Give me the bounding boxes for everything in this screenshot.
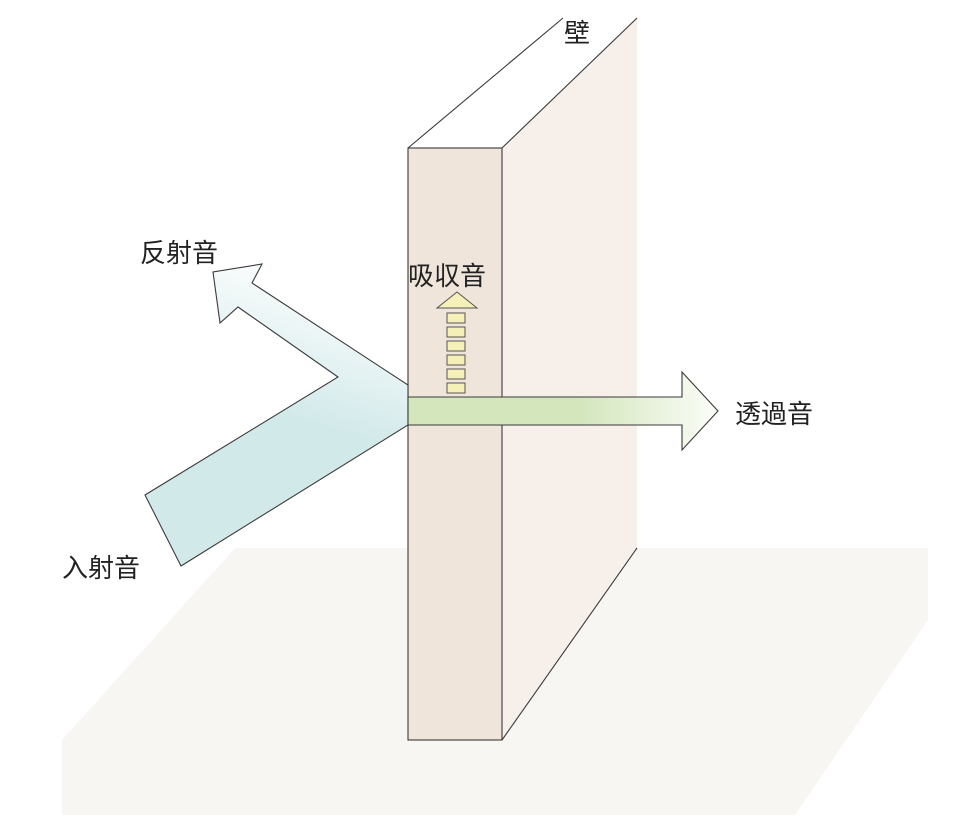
reflected-sound-label: 反射音 [140, 239, 218, 269]
absorbed-segment [446, 354, 466, 366]
incident-sound-label: 入射音 [62, 554, 140, 584]
wall-front-face [407, 147, 503, 741]
transmitted-arrow [407, 370, 719, 452]
incident-reflected-arrow [144, 263, 409, 567]
wall-top-right-edge [501, 17, 638, 149]
wall [407, 17, 638, 741]
absorbed-sound-label: 吸収音 [408, 262, 486, 292]
absorbed-segment [446, 382, 466, 394]
wall-label: 壁 [564, 19, 590, 49]
absorbed-segment [446, 312, 466, 324]
wall-bottom-side-edge [501, 547, 638, 741]
wall-top-left-edge [407, 17, 564, 149]
wall-side-face [502, 18, 637, 740]
absorbed-segment [446, 340, 466, 352]
absorbed-segment [446, 368, 466, 380]
transmitted-sound-label: 透過音 [735, 400, 813, 430]
absorbed-arrowhead [435, 291, 479, 309]
wall-top-face [408, 18, 637, 148]
absorbed-segment [446, 326, 466, 338]
absorbed-arrow [435, 291, 479, 394]
